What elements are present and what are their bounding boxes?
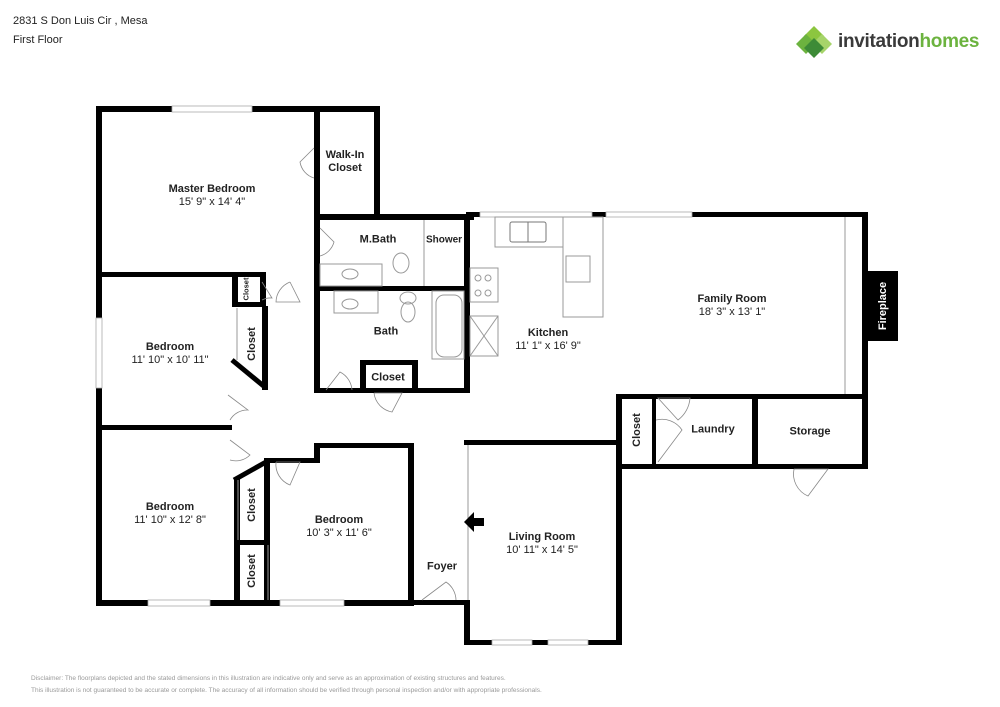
room-laundry: Laundry	[691, 424, 734, 437]
room-bedroom-3: Bedroom 10' 3" x 11' 6"	[306, 514, 372, 540]
room-bath: Bath	[374, 326, 398, 339]
room-name: Bedroom	[145, 501, 195, 513]
brand-logo: invitationhomes	[796, 24, 980, 60]
room-name: Closet	[371, 371, 405, 384]
room-name-line2: Closet	[328, 162, 362, 174]
room-name: Bedroom	[314, 514, 364, 526]
room-laundry-closet: Closet	[631, 413, 643, 447]
room-dims: 15' 9" x 14' 4"	[178, 196, 246, 208]
room-fireplace: Fireplace	[877, 281, 889, 331]
property-address: 2831 S Don Luis Cir , Mesa	[13, 15, 148, 27]
room-name: Living Room	[508, 531, 576, 543]
room-small-closet: Closet	[241, 277, 251, 301]
room-bedroom2-closet: Closet	[246, 488, 258, 522]
windows	[95, 105, 693, 646]
logo-word-invitation: invitation	[838, 31, 920, 52]
room-name: Storage	[789, 425, 831, 438]
room-bedroom-1: Bedroom 11' 10" x 10' 11"	[131, 341, 208, 367]
room-storage: Storage	[790, 426, 831, 439]
room-bedroom-2: Bedroom 11' 10" x 12' 8"	[134, 501, 206, 527]
room-name: Foyer	[427, 560, 457, 573]
room-kitchen: Kitchen 11' 1" x 16' 9"	[515, 327, 581, 353]
invitation-homes-logo-icon	[796, 26, 832, 58]
room-dims: 11' 10" x 12' 8"	[134, 514, 206, 526]
room-name: Shower	[425, 234, 463, 246]
room-m-bath: M.Bath	[360, 234, 397, 247]
room-name: Laundry	[691, 423, 735, 436]
entry-arrow-icon	[464, 512, 484, 532]
logo-word-homes: homes	[919, 31, 980, 52]
disclaimer-line-1: Disclaimer: The floorplans depicted and …	[31, 675, 506, 682]
room-walk-in-closet: Walk-In Closet	[326, 149, 365, 175]
room-bedroom1-closet: Closet	[246, 327, 258, 361]
room-name: Family Room	[697, 293, 767, 305]
room-hall-closet: Closet	[371, 372, 405, 385]
room-shower: Shower	[426, 234, 462, 247]
room-dims: 10' 11" x 14' 5"	[506, 544, 578, 556]
room-dims: 11' 10" x 10' 11"	[131, 354, 209, 366]
doors	[227, 147, 829, 601]
room-master-bedroom: Master Bedroom 15' 9" x 14' 4"	[169, 183, 256, 209]
room-foyer: Foyer	[427, 561, 457, 574]
room-dims: 10' 3" x 11' 6"	[306, 527, 372, 539]
floor-label: First Floor	[13, 34, 63, 46]
room-family-room: Family Room 18' 3" x 13' 1"	[697, 293, 766, 319]
room-name-line1: Walk-In	[325, 149, 365, 161]
room-dims: 18' 3" x 13' 1"	[698, 306, 766, 318]
room-name: Bedroom	[145, 341, 195, 353]
room-name: Master Bedroom	[168, 183, 256, 195]
room-living-room: Living Room 10' 11" x 14' 5"	[506, 531, 578, 557]
room-name: Kitchen	[527, 327, 569, 339]
room-bedroom3-closet: Closet	[246, 554, 258, 588]
disclaimer-line-2: This illustration is not guaranteed to b…	[31, 687, 542, 694]
room-dims: 11' 1" x 16' 9"	[515, 340, 581, 352]
room-name: Bath	[373, 325, 399, 338]
logo-wordmark: invitationhomes	[838, 31, 980, 53]
room-name: M.Bath	[359, 233, 397, 246]
